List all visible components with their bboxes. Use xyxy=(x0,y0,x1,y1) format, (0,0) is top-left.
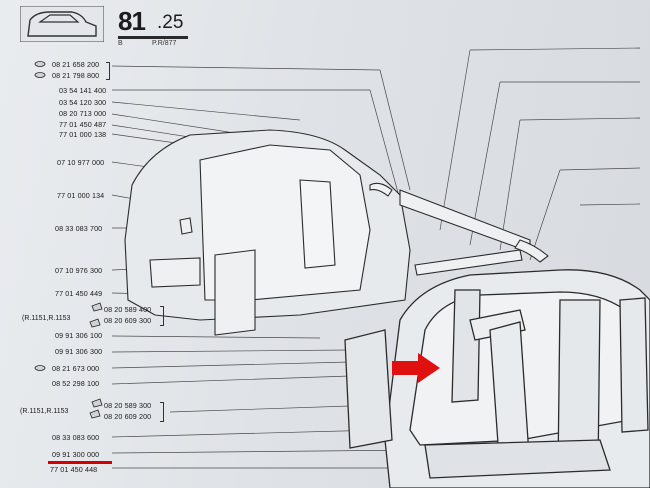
part-number: 77 01 450 448 xyxy=(50,465,98,474)
group-brace xyxy=(160,402,164,422)
part-number: 03 54 120 300 xyxy=(59,98,107,107)
header-code-b: B xyxy=(118,40,123,47)
part-number: 08 20 609 300 xyxy=(104,316,152,325)
part-number: 77 01 450 449 xyxy=(55,289,103,298)
section-thumbnail-image xyxy=(20,6,104,42)
part-number: 08 52 298 100 xyxy=(52,379,100,388)
part-number: 03 54 141 400 xyxy=(59,86,107,95)
part-number: 77 01 000 138 xyxy=(59,130,107,139)
part-number: 77 01 000 134 xyxy=(57,191,105,200)
section-number: 81 xyxy=(118,6,146,36)
highlight-underline xyxy=(48,461,112,464)
part-number: 08 21 673 000 xyxy=(52,364,100,373)
part-number: 09 91 306 300 xyxy=(55,347,103,356)
part-number: 07 10 976 300 xyxy=(55,266,103,275)
header-code-pr: P.R/877 xyxy=(152,40,177,47)
part-number: 77 01 450 487 xyxy=(59,120,107,129)
part-number: 08 20 589 400 xyxy=(104,305,152,314)
part-number: 08 20 589 300 xyxy=(104,401,152,410)
part-number-highlighted: 09 91 300 000 xyxy=(52,450,100,459)
header-rule xyxy=(118,36,188,39)
red-arrow-icon xyxy=(392,353,440,383)
model-note: (R.1151,R.1153 xyxy=(20,408,69,415)
group-brace xyxy=(160,306,164,326)
group-brace xyxy=(106,62,110,80)
part-number: 08 20 713 000 xyxy=(59,109,107,118)
part-number: 08 20 609 200 xyxy=(104,412,152,421)
section-subnumber: .25 xyxy=(157,12,184,33)
part-number: 07 10 977 000 xyxy=(57,158,105,167)
part-number: 08 21 798 800 xyxy=(52,71,100,80)
part-number: 08 33 083 600 xyxy=(52,433,100,442)
part-number: 08 21 658 200 xyxy=(52,60,100,69)
model-note: (R.1151,R.1153 xyxy=(22,315,71,322)
part-number: 08 33 083 700 xyxy=(55,224,103,233)
part-number: 09 91 306 100 xyxy=(55,331,103,340)
